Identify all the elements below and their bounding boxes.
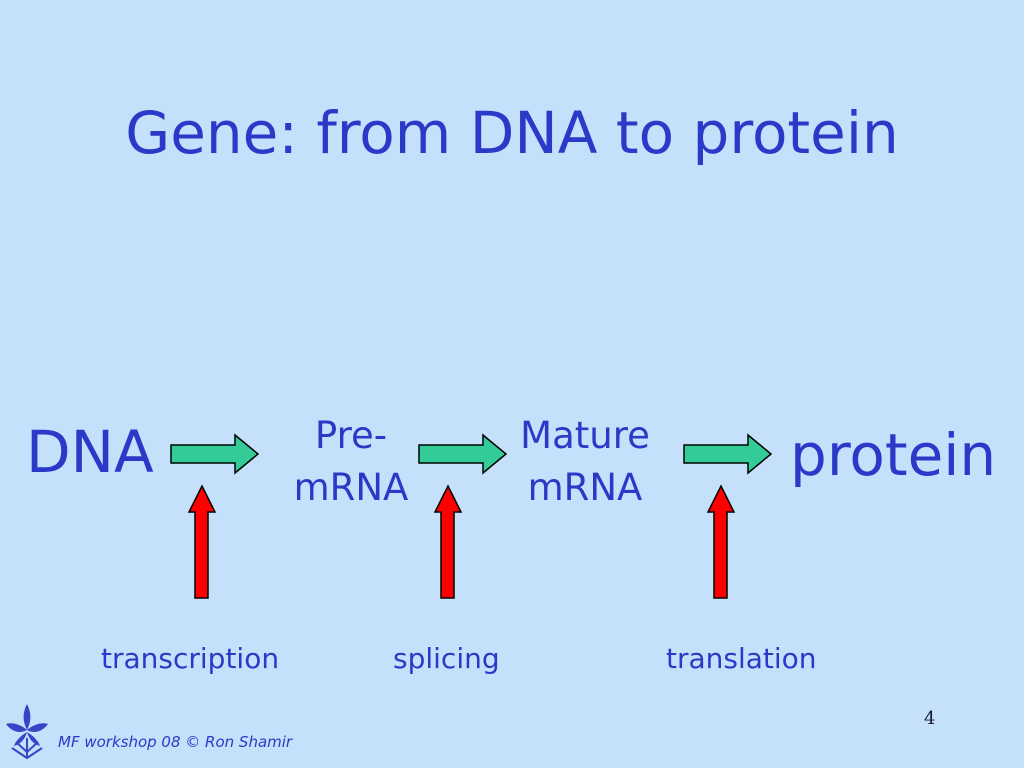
flow-arrow-dna-to-pre-mrna-icon [170, 433, 260, 475]
transcription-label: transcription [101, 642, 280, 675]
footer-text: MF workshop 08 © Ron Shamir [58, 733, 293, 751]
dna-node: DNA [26, 418, 154, 486]
translation-label: translation [666, 642, 817, 675]
translation-arrow-icon [706, 484, 736, 599]
mature-mrna-node: Mature mRNA [500, 411, 670, 513]
mature-mrna-line1: Mature [520, 414, 650, 457]
flow-arrow-mature-to-protein-icon [683, 433, 773, 475]
flow-arrow-pre-to-mature-icon [418, 433, 508, 475]
splicing-arrow-icon [433, 484, 463, 599]
mature-mrna-line2: mRNA [527, 466, 643, 509]
protein-node: protein [790, 421, 997, 489]
slide-title: Gene: from DNA to protein [125, 99, 899, 167]
pre-mrna-node: Pre- mRNA [276, 411, 426, 513]
splicing-label: splicing [393, 642, 500, 675]
tel-aviv-university-logo-icon [6, 704, 48, 760]
page-number: 4 [924, 708, 936, 729]
transcription-arrow-icon [187, 484, 217, 599]
pre-mrna-line2: mRNA [293, 466, 409, 509]
pre-mrna-line1: Pre- [314, 414, 388, 457]
